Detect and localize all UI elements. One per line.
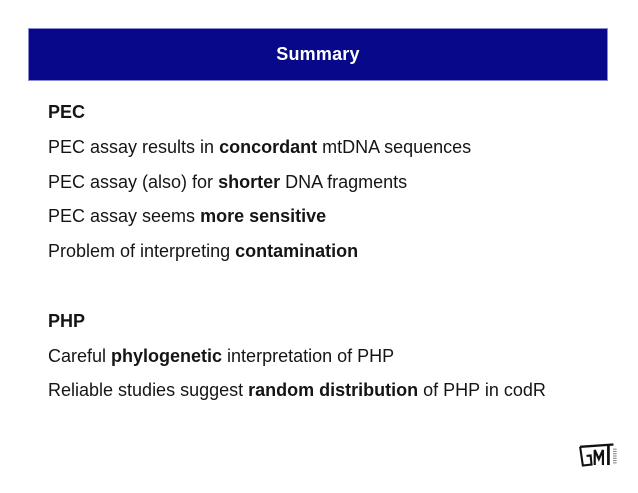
emphasis-text: phylogenetic [111, 345, 223, 366]
body-line: Careful phylogenetic interpretation of P… [48, 339, 618, 374]
body-text: of PHP in codR [418, 380, 546, 401]
body-text: mtDNA sequences [317, 136, 472, 157]
body-line: Reliable studies suggest random distribu… [48, 373, 618, 408]
emphasis-text: concordant [219, 136, 318, 157]
body-line: PEC assay (also) for shorter DNA fragmen… [48, 165, 618, 200]
body-text: DNA fragments [280, 171, 408, 192]
body-line: PHP [48, 304, 618, 339]
emphasis-text: more sensitive [200, 206, 327, 227]
body-text: interpretation of PHP [222, 345, 395, 366]
emphasis-text: random distribution [248, 380, 419, 401]
emphasis-text: contamination [235, 241, 359, 262]
body-text: Problem of interpreting [48, 241, 236, 262]
title-bar: Summary [28, 28, 608, 81]
emphasis-text: shorter [218, 171, 281, 192]
body-line: Problem of interpreting contamination [48, 234, 618, 269]
gmi-logo-icon [579, 443, 617, 467]
body-text: PEC assay results in [48, 136, 220, 157]
body-text: Careful [48, 345, 112, 366]
body-line: PEC assay seems more sensitive [48, 199, 618, 234]
body-line: PEC [48, 95, 618, 130]
body-text: PEC assay seems [48, 206, 201, 227]
slide-title: Summary [276, 44, 360, 64]
slide-body: PEC PEC assay results in concordant mtDNA… [48, 95, 618, 408]
emphasis-text: PHP [48, 310, 86, 331]
body-text: Reliable studies suggest [48, 380, 249, 401]
emphasis-text: PEC [48, 102, 86, 122]
body-spacer [48, 269, 618, 304]
body-text: PEC assay (also) for [48, 171, 219, 192]
body-line: PEC assay results in concordant mtDNA se… [48, 130, 618, 165]
